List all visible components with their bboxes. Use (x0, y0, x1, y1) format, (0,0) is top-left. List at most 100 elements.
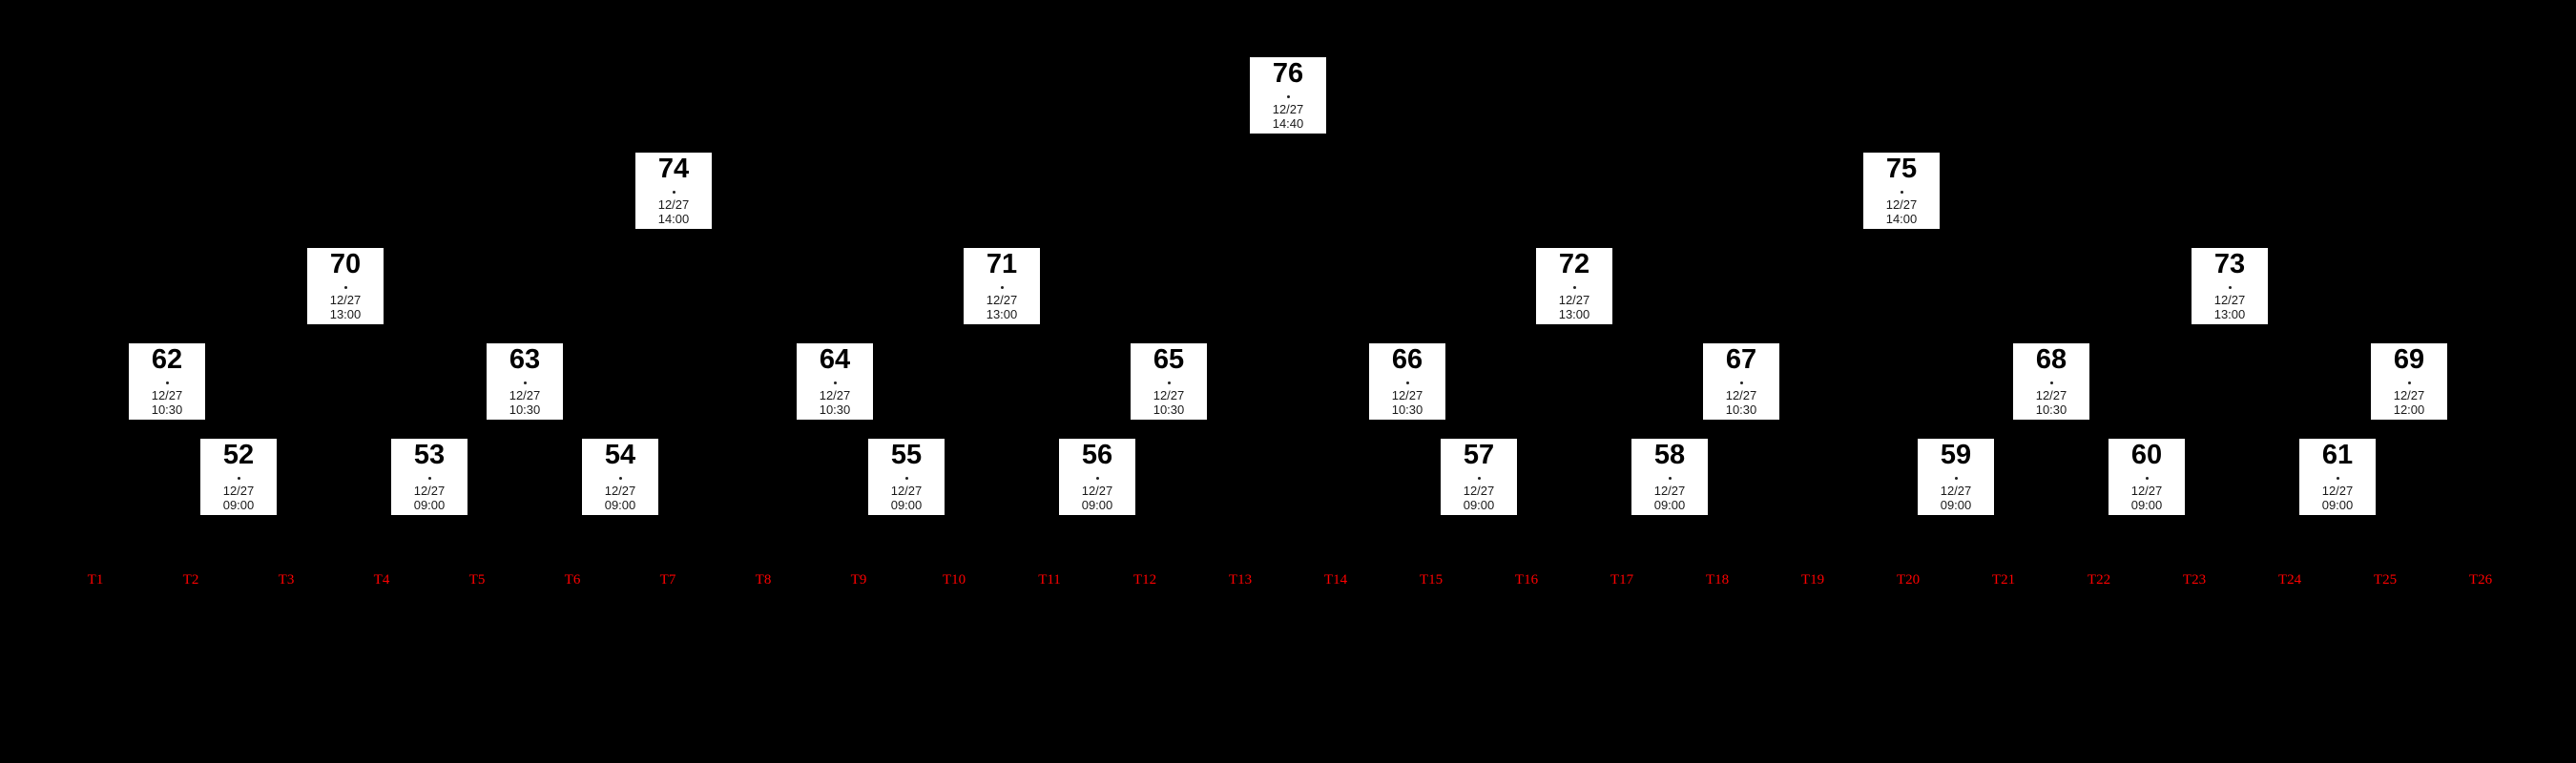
separator-dot-icon (833, 382, 837, 384)
separator-dot-icon (2228, 286, 2232, 289)
match-time: 10:30 (151, 402, 183, 417)
match-date: 12/27 (890, 484, 923, 498)
team-label: T15 (1419, 572, 1444, 588)
separator-dot-icon (1477, 477, 1481, 480)
match-number: 71 (986, 249, 1018, 279)
match-date: 12/27 (509, 388, 541, 402)
match-time: 14:00 (657, 212, 690, 226)
separator-dot-icon (1167, 382, 1171, 384)
match-time: 09:00 (2321, 498, 2354, 512)
separator-dot-icon (1405, 382, 1409, 384)
match-date: 12/27 (1653, 484, 1686, 498)
team-label: T20 (1896, 572, 1921, 588)
match-date: 12/27 (1391, 388, 1423, 402)
team-label: T13 (1228, 572, 1253, 588)
match-time: 09:00 (890, 498, 923, 512)
match-time: 10:30 (2035, 402, 2067, 417)
match-number: 54 (604, 440, 636, 470)
match-date: 12/27 (151, 388, 183, 402)
team-label: T2 (182, 572, 199, 588)
match-date: 12/27 (1463, 484, 1495, 498)
separator-dot-icon (904, 477, 908, 480)
match-number: 68 (2035, 344, 2067, 375)
match-date: 12/27 (1153, 388, 1185, 402)
match-number: 76 (1272, 58, 1304, 89)
team-label: T7 (659, 572, 676, 588)
match-time: 09:00 (1940, 498, 1972, 512)
match-time: 10:30 (1391, 402, 1423, 417)
separator-dot-icon (2049, 382, 2053, 384)
separator-dot-icon (1739, 382, 1743, 384)
match-time: 09:00 (222, 498, 255, 512)
team-label: T11 (1038, 572, 1061, 588)
match-number: 63 (509, 344, 541, 375)
separator-dot-icon (165, 382, 169, 384)
match-date: 12/27 (986, 293, 1018, 307)
match-time: 14:00 (1885, 212, 1918, 226)
team-label: T19 (1800, 572, 1825, 588)
match-time: 13:00 (986, 307, 1018, 321)
separator-dot-icon (343, 286, 347, 289)
team-label: T21 (1991, 572, 2016, 588)
match-time: 13:00 (2213, 307, 2246, 321)
separator-dot-icon (1000, 286, 1004, 289)
separator-dot-icon (1286, 95, 1290, 98)
match-number: 65 (1153, 344, 1185, 375)
match-number: 59 (1940, 440, 1972, 470)
team-label: T24 (2277, 572, 2302, 588)
team-label: T10 (942, 572, 966, 588)
separator-dot-icon (237, 477, 240, 480)
separator-dot-icon (618, 477, 622, 480)
match-date: 12/27 (222, 484, 255, 498)
match-number: 57 (1463, 440, 1495, 470)
match-time: 10:30 (509, 402, 541, 417)
match-time: 10:30 (1153, 402, 1185, 417)
match-date: 12/27 (657, 197, 690, 212)
match-number: 70 (329, 249, 362, 279)
match-date: 12/27 (2213, 293, 2246, 307)
team-label: T3 (278, 572, 295, 588)
match-number: 56 (1081, 440, 1113, 470)
separator-dot-icon (1900, 191, 1903, 194)
team-label: T6 (564, 572, 581, 588)
match-time: 09:00 (1081, 498, 1113, 512)
team-label: T9 (850, 572, 867, 588)
team-label: T14 (1323, 572, 1348, 588)
match-time: 09:00 (1463, 498, 1495, 512)
match-number: 52 (222, 440, 255, 470)
match-date: 12/27 (2321, 484, 2354, 498)
separator-dot-icon (1572, 286, 1576, 289)
match-time: 12:00 (2393, 402, 2425, 417)
match-date: 12/27 (1885, 197, 1918, 212)
match-date: 12/27 (1725, 388, 1757, 402)
match-number: 66 (1391, 344, 1423, 375)
match-time: 10:30 (819, 402, 851, 417)
match-date: 12/27 (604, 484, 636, 498)
